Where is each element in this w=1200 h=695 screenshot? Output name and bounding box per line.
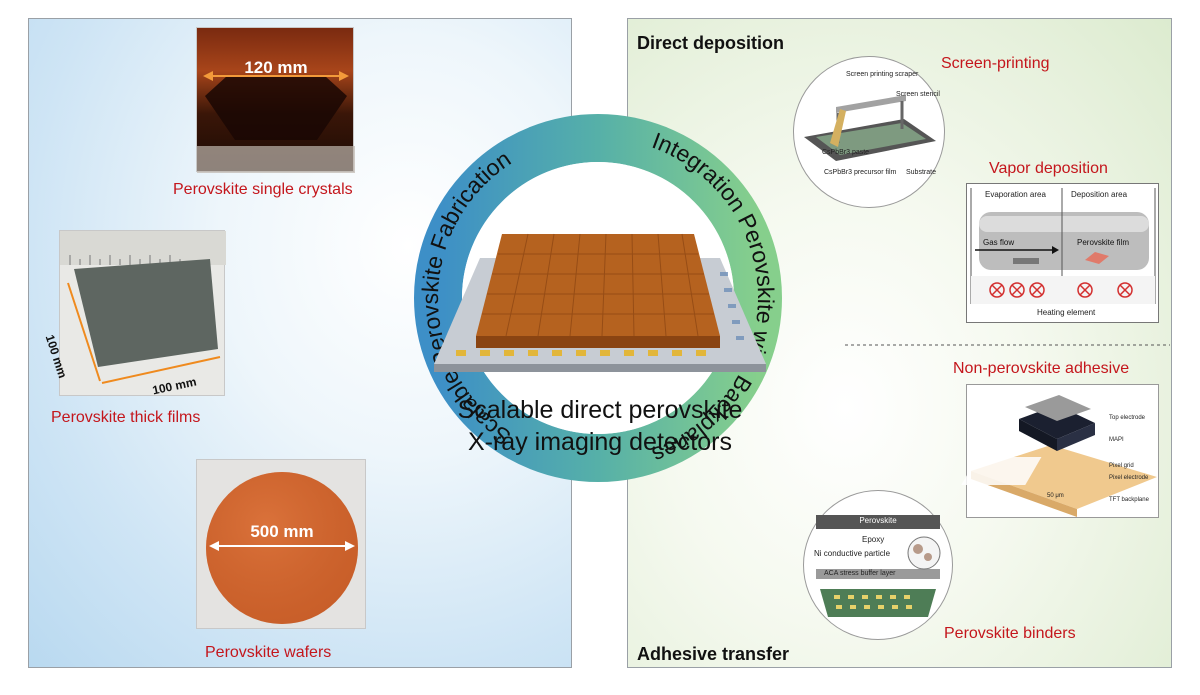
film-illustration <box>60 231 226 384</box>
substrate-label: Substrate <box>906 169 936 176</box>
screen-printing-label: Screen-printing <box>941 55 1050 72</box>
deposition-area-label: Deposition area <box>1071 190 1128 199</box>
pixel-grid-label: Pixel grid <box>1109 463 1134 469</box>
detector-illustration <box>434 233 766 372</box>
scraper-label: Screen printing scraper <box>846 71 919 78</box>
screen-printing-diagram: Screen printing scraper Screen stencil C… <box>793 56 945 208</box>
pixel-pads <box>456 350 706 356</box>
single-crystal-photo: 120 mm <box>196 27 355 173</box>
evaporation-area-label: Evaporation area <box>985 190 1046 199</box>
binders-illustration <box>816 515 941 617</box>
stencil-label: Screen stencil <box>896 91 940 98</box>
vapor-deposition-label: Vapor deposition <box>989 160 1108 177</box>
wafer-dimension-label: 500 mm <box>250 522 314 541</box>
wafer-photo: 500 mm <box>196 459 366 629</box>
center-title-line2: X-ray imaging detectors <box>467 428 732 456</box>
top-electrode-label: Top electrode <box>1109 415 1146 421</box>
adhesive-transfer-title: Adhesive transfer <box>637 644 790 664</box>
center-title-line1: Scalable direct perovskite <box>457 396 743 424</box>
non-perovskite-adhesive-label: Non-perovskite adhesive <box>953 360 1130 377</box>
binder-perovskite-label: Perovskite <box>859 516 897 525</box>
screen-printing-illustration <box>804 95 936 161</box>
mapi-label: MAPI <box>1109 437 1124 443</box>
crystal-illustration <box>197 71 355 173</box>
wafer-illustration <box>206 472 358 624</box>
crystal-dimension-label: 120 mm <box>244 58 308 77</box>
thick-film-photo: 100 mm 100 mm <box>43 230 226 397</box>
vapor-deposition-diagram: Evaporation area Deposition area Gas flo… <box>966 183 1159 323</box>
perovskite-film-label: Perovskite film <box>1077 238 1130 247</box>
paste-label: CsPbBr3 paste <box>822 149 870 156</box>
perovskite-binders-label: Perovskite binders <box>944 625 1076 642</box>
pixel-electrode-label: Pixel electrode <box>1109 475 1149 481</box>
wafer-label: Perovskite wafers <box>205 644 332 661</box>
direct-deposition-title: Direct deposition <box>637 33 785 53</box>
non-perovskite-adhesive-diagram: Top electrode MAPI Pixel grid Pixel elec… <box>961 384 1159 518</box>
epoxy-label: Epoxy <box>862 535 885 544</box>
single-crystal-label: Perovskite single crystals <box>173 181 353 198</box>
precursor-label: CsPbBr3 precursor film <box>824 169 897 176</box>
thick-film-label: Perovskite thick films <box>51 409 201 426</box>
gas-flow-label: Gas flow <box>983 238 1015 247</box>
buffer-label: ACA stress buffer layer <box>824 570 896 577</box>
scale-label: 50 μm <box>1047 493 1064 499</box>
non-perovskite-illustration <box>961 395 1157 517</box>
ring-band <box>414 114 782 482</box>
vapor-illustration <box>970 188 1156 304</box>
heating-element-label: Heating element <box>1037 308 1096 317</box>
perovskite-binders-diagram: Perovskite Epoxy Ni conductive particle … <box>803 490 953 640</box>
particle-label: Ni conductive particle <box>814 549 891 558</box>
backplane-label: TFT backplane <box>1109 497 1149 503</box>
